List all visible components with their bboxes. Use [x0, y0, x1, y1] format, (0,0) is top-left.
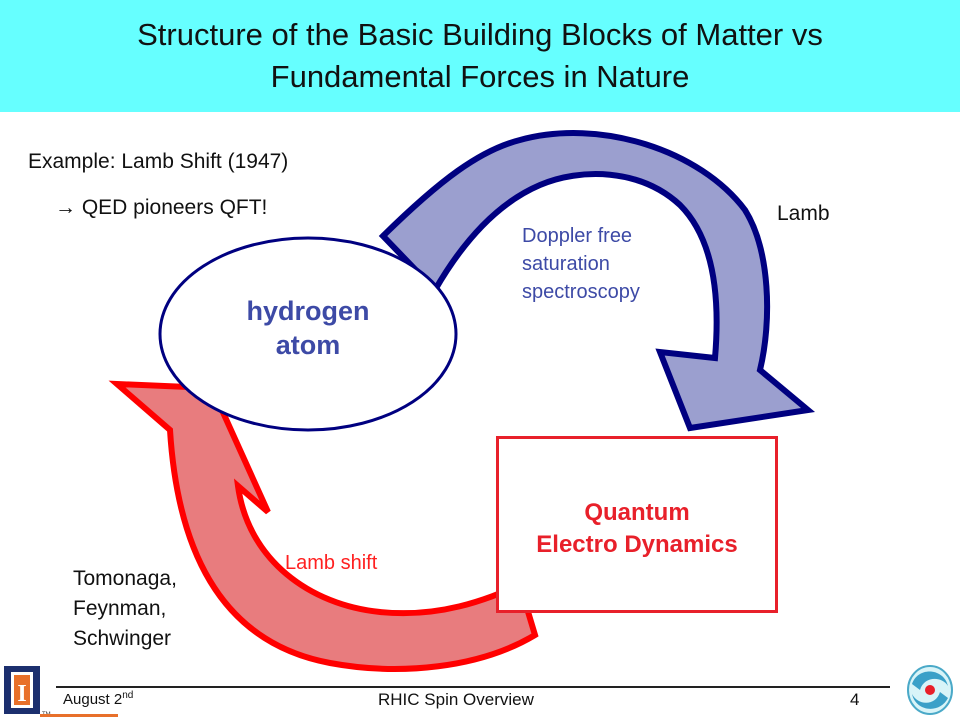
upper-blue-arrow	[378, 130, 816, 432]
arrow-right-icon: →	[55, 196, 76, 219]
qed-box: Quantum Electro Dynamics	[496, 436, 778, 613]
atom-line-1: hydrogen	[246, 296, 370, 326]
qed-line-1: Quantum	[584, 499, 690, 526]
title-line-2: Fundamental Forces in Nature	[270, 59, 690, 94]
doppler-line-3: spectroscopy	[522, 281, 640, 303]
footer-date-suffix: nd	[122, 690, 134, 701]
page-number: 4	[850, 690, 860, 709]
hydrogen-atom-ellipse	[158, 236, 458, 432]
footer-date-prefix: August 2	[63, 691, 123, 708]
qed-note-text: QED pioneers QFT!	[76, 196, 268, 219]
lamb-label: Lamb	[777, 202, 830, 225]
qed-label: Quantum Electro Dynamics	[499, 497, 775, 561]
rhic-swirl-logo	[907, 665, 953, 715]
title-line-1: Structure of the Basic Building Blocks o…	[137, 17, 823, 52]
doppler-line-1: Doppler free	[522, 225, 633, 247]
illinois-logo: I TM	[4, 666, 118, 718]
qed-note: → QED pioneers QFT!	[55, 196, 267, 220]
lamb-shift-label: Lamb shift	[285, 552, 378, 574]
logo-letter: I	[17, 681, 26, 707]
footer-title: RHIC Spin Overview	[378, 690, 534, 709]
qed-line-2: Electro Dynamics	[536, 531, 738, 558]
footer-date: August 2nd	[63, 690, 133, 708]
lower-red-arrow	[108, 380, 539, 672]
title-bar: Structure of the Basic Building Blocks o…	[0, 0, 960, 112]
doppler-line-2: saturation	[522, 253, 610, 275]
atom-line-2: atom	[275, 330, 341, 360]
doppler-label: Doppler free saturation spectroscopy	[522, 222, 702, 306]
names-line-2: Feynman,	[73, 597, 167, 620]
names-line-3: Schwinger	[73, 627, 172, 650]
slide-title: Structure of the Basic Building Blocks o…	[30, 14, 930, 98]
example-text: Example: Lamb Shift (1947)	[28, 150, 289, 173]
footer-divider	[56, 686, 890, 688]
hydrogen-atom-label: hydrogen atom	[160, 294, 456, 362]
physicists-label: Tomonaga, Feynman, Schwinger	[73, 564, 253, 654]
names-line-1: Tomonaga,	[73, 567, 177, 590]
